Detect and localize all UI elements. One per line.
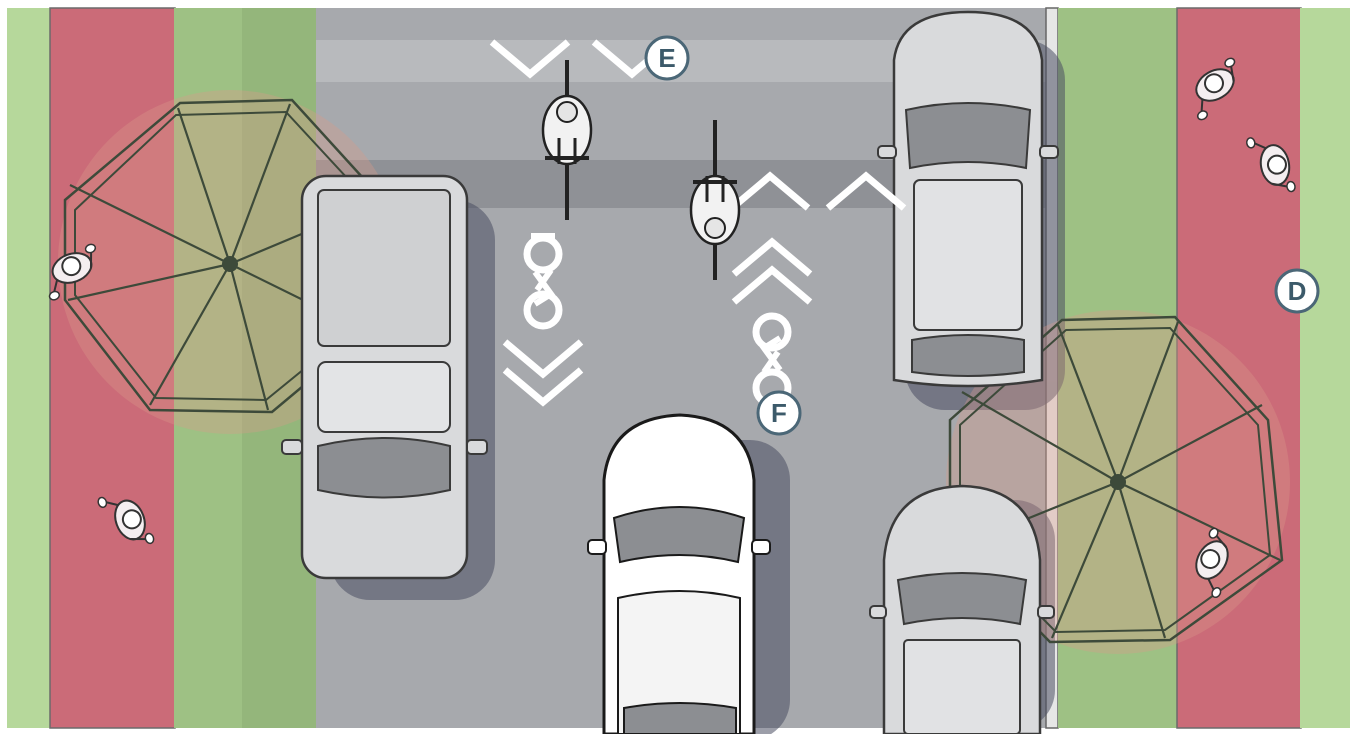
label-e-text: E — [658, 43, 675, 73]
sedan-icon — [588, 415, 770, 734]
label-d: D — [1276, 270, 1318, 312]
label-f-text: F — [771, 398, 787, 428]
pickup-truck-icon — [282, 176, 487, 578]
label-e: E — [646, 37, 688, 79]
sedan-icon — [870, 486, 1054, 734]
left-planting-strip — [7, 8, 52, 728]
right-planting-strip — [1300, 8, 1350, 728]
label-d-text: D — [1288, 276, 1307, 306]
label-f: F — [758, 392, 800, 434]
suv-icon — [878, 12, 1058, 386]
